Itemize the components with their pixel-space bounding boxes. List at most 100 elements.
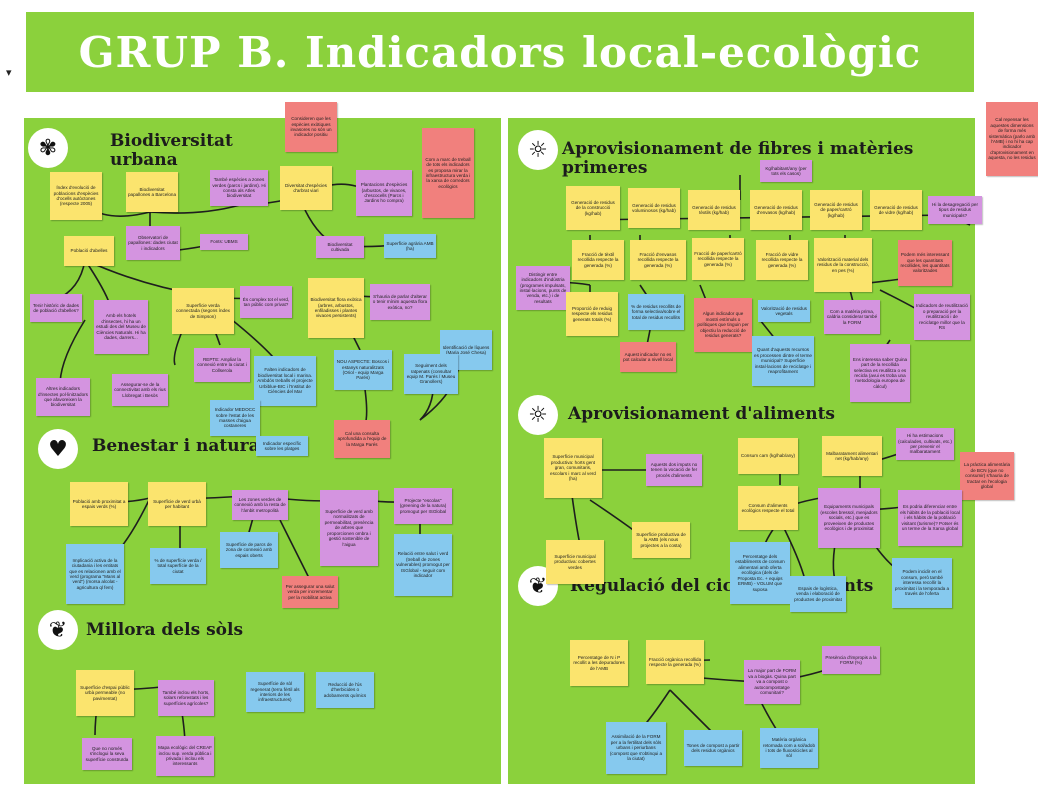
sticky-note: Equipaments municipals (escoles bressol,… xyxy=(818,488,880,548)
sticky-note: Fracció de vidre recollida respecte la g… xyxy=(756,240,808,280)
sticky-note: Biodiversitat papallones a Barcelona xyxy=(126,172,178,212)
sticky-note: Podem més interessant que les quantitats… xyxy=(898,240,952,286)
sticky-note: Biodiversitat flora exòtica (arbres, arb… xyxy=(308,278,364,338)
sticky-note: Plantacions d'espècies (arbustos, de viv… xyxy=(356,170,412,216)
section-title-aliments: Aprovisionament d'aliments xyxy=(568,404,835,424)
sticky-note: Generació de residus d'envasos (kg/hab) xyxy=(750,190,802,230)
sticky-note: Índex d'evolució de poblacions d'espècie… xyxy=(50,172,102,220)
sticky-note: Indicadors de reutilització o preparació… xyxy=(914,294,970,340)
sticky-note: Mapa ecològic del CREAF inclou sup. verd… xyxy=(156,736,214,776)
sticky-note: Proporció de reduig respecte els residus… xyxy=(566,292,618,336)
sticky-note: Malbaratament alimentari net (kg/hab/any… xyxy=(822,436,882,476)
sticky-note: Hi ha estimacions (calculades, cultivats… xyxy=(896,428,954,460)
sticky-note: % de residus recollits de forma selectiv… xyxy=(628,294,684,330)
section-title-fibres: Aprovisionament de fibres i matèries pri… xyxy=(562,139,914,178)
sticky-note: Fonts: UBMS xyxy=(200,234,248,250)
sticky-note: Generació de residus de la construcció (… xyxy=(566,186,620,230)
sticky-note: Com a marc de treball de tots els indica… xyxy=(422,128,474,218)
sticky-note: Aquest indicador no es pot calcular a ni… xyxy=(620,342,676,372)
sticky-note: Amb els hotels d'insectes, hi ha un estu… xyxy=(94,300,148,354)
sticky-note: Superfície productiva de la AMB (els nou… xyxy=(632,522,690,558)
sticky-note: Algun indicador que mostri estímuls o po… xyxy=(694,298,752,352)
sticky-note: Generació de residus tèxtils (kg/hab) xyxy=(688,190,740,230)
sticky-note: Diversitat d'espècies d'arbrat viari xyxy=(280,166,332,210)
sticky-note: Falten indicadors de biodiversitat local… xyxy=(254,356,316,406)
sticky-note: Població d'abelles xyxy=(64,236,114,266)
sticky-note: Fracció de tèxtil recollida respecte la … xyxy=(572,240,624,280)
sticky-note: S'hauria de parlar d'alterar o tenir mín… xyxy=(370,284,430,320)
sticky-note: Valorització material dels residus de la… xyxy=(814,238,872,292)
sticky-note: Observatori de papallones: dades ciutat … xyxy=(126,226,180,260)
sticky-note: Assimilació de la FORM per a la fertilit… xyxy=(606,722,666,774)
sticky-note: Fracció d'envasos recollida respecte la … xyxy=(630,240,686,280)
sticky-note: Es podria diferenciar entre els hàbits d… xyxy=(898,490,962,546)
sticky-note: Cal una consulta aprofundida a l'equip d… xyxy=(334,420,390,458)
sticky-note: Per assegurar una salut verda per increm… xyxy=(282,576,338,608)
section-title-biodiversitat: Biodiversitat urbana xyxy=(110,131,233,170)
sticky-note: Hi la desagregació per tipus de residus … xyxy=(928,196,982,224)
sticky-note: Superfície de verd amb normalitzats de p… xyxy=(320,490,378,566)
sticky-note: Superfície de parcs de zona de connexió … xyxy=(220,532,278,568)
cursor-marker-icon: ▾ xyxy=(6,66,12,79)
sticky-note: Superfície verda connectada (segons índe… xyxy=(172,288,234,334)
section-title-benestar: Benestar i natura xyxy=(92,436,260,456)
sticky-note: Consum d'aliments ecològics respecte el … xyxy=(738,486,798,530)
sticky-note: Implicació activa de la ciutadania i les… xyxy=(66,544,124,604)
sticky-note: REPTE: Ampliar la connexió entre la ciut… xyxy=(194,348,250,382)
section-title-sols: Millora dels sòls xyxy=(86,620,244,640)
sticky-note: Percentatge dels establiments de consum … xyxy=(730,542,790,604)
sticky-note: Consideren que les espècies exòtiques in… xyxy=(285,102,337,152)
sticky-note: Altres indicadors d'insectes pol·linitza… xyxy=(36,378,90,416)
sticky-note: Ens interessa saber Quina part de la rec… xyxy=(850,344,910,402)
sticky-note: Superfície agrària AMB (ha) xyxy=(384,234,436,258)
sticky-note: Generació de residus de vidre (kg/hab) xyxy=(870,190,922,230)
sticky-note: Generació de residus de paper/cartró (kg… xyxy=(810,190,862,230)
sticky-note: Tenir històric de dades de població d'ab… xyxy=(30,294,82,322)
sticky-note: Cal repensar les aquestes dimensions de … xyxy=(986,102,1038,176)
sticky-note: Indicador MEDOCC sobre l'estat de les ma… xyxy=(210,400,260,436)
sticky-note: També espècies a zones verdes (parcs i j… xyxy=(210,170,268,206)
sticky-note: Reducció de l'ús d'herbicides o adobamen… xyxy=(316,672,374,708)
sticky-note: Població amb proximitat a espais verds (… xyxy=(70,482,128,526)
sticky-note: Superfície municipal productiva: coberte… xyxy=(546,540,604,584)
sticky-note: Tones de compost a partir dels residus o… xyxy=(684,730,742,766)
sticky-note: Com a matèria prima, caldria considerar … xyxy=(824,300,880,334)
sticky-note: Les zones verdes de connexió amb la rest… xyxy=(232,490,288,520)
sprout-icon: ❦ xyxy=(38,610,78,650)
sticky-note: Percentatge de N i P recollit a les depu… xyxy=(570,640,628,686)
page-title: GRUP B. Indicadors local-ecològic xyxy=(78,28,922,77)
sticky-note: Distingir entre indicadors d'indústria (… xyxy=(516,266,570,310)
sticky-note: Superfície de sòl regenerat (terra fèrti… xyxy=(246,672,304,712)
heart-icon: ♥ xyxy=(38,429,78,469)
sticky-note: Projecte "escolas" (greening de la natur… xyxy=(394,488,452,524)
sticky-note: Generació de residus voluminosos (kg/hab… xyxy=(628,188,680,228)
sticky-note: Valorització de residus vegetals xyxy=(758,300,810,322)
sticky-note: Indicador específic sobre les platges xyxy=(256,436,308,456)
sticky-note: Assegurar-se de la connectivitat amb els… xyxy=(112,374,168,406)
sticky-note: És complex tot el verd, tan públic com p… xyxy=(240,286,292,318)
sticky-note: Kg/habitant/any (per tots els casos) xyxy=(760,160,812,182)
sticky-note: Biodiversitat cultivada xyxy=(316,236,364,258)
sun-icon: ☼ xyxy=(518,130,558,170)
sticky-note: Fracció de paper/cartró recollida respec… xyxy=(692,238,744,280)
sticky-note: La pràctica alimentària de BCN (que no c… xyxy=(960,452,1014,500)
sticky-note: La major part de FORM va a biogàs. Quina… xyxy=(744,660,800,704)
sticky-note: Relació entre salut i verd (treball de z… xyxy=(394,534,452,596)
sticky-note: Aquests dos imputs no tenen la vocació d… xyxy=(646,454,702,486)
sticky-note: NOU ASPECTE: Boscos i estanys naturalitz… xyxy=(334,350,392,390)
bee-icon: ✾ xyxy=(28,128,68,168)
sticky-note: També inclou els horts, solars reforesta… xyxy=(158,680,214,716)
sticky-note: Presència d'impropis a la FORM (%) xyxy=(822,646,880,674)
sticky-note: Consum carn (kg/hab/any) xyxy=(738,438,798,474)
sticky-note: Podem incidir en el consum, però també i… xyxy=(892,558,952,608)
sprout-icon: ❦ xyxy=(518,566,558,606)
title-banner: GRUP B. Indicadors local-ecològic xyxy=(26,12,974,92)
sun-icon: ☼ xyxy=(518,395,558,435)
sticky-note: Quant d'aquests recursos es processen di… xyxy=(752,336,814,386)
sticky-note: % de superfície verda / total superfície… xyxy=(150,548,206,584)
sticky-note: Que no només s'inclogui la seva superfíc… xyxy=(82,738,132,770)
sticky-note: Superfície municipal productiva: horts g… xyxy=(544,438,602,498)
sticky-note: Espais de logística, venda i elaboració … xyxy=(790,576,846,612)
sticky-note: Seguiment dels ratpenats (consultar equi… xyxy=(404,354,458,394)
sticky-note: Fracció orgànica recollida respecte la g… xyxy=(646,640,704,684)
